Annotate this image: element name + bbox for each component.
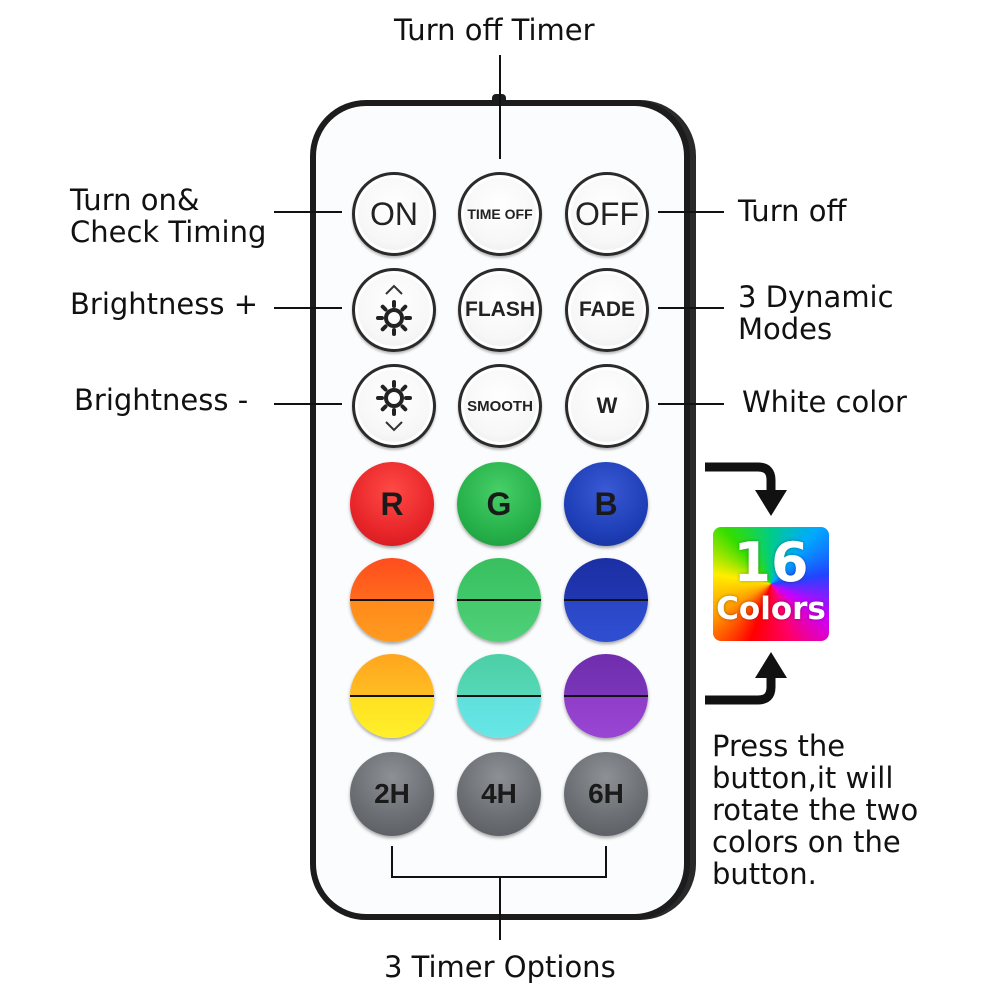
callout-line-white [658, 403, 724, 405]
white-button[interactable]: W [565, 364, 649, 448]
turn-off-label: Turn off [738, 194, 847, 228]
brightness-down-icon [376, 380, 412, 432]
split-divider [350, 599, 434, 601]
white-color-label: White color [742, 385, 907, 419]
orange-split-button[interactable] [350, 558, 434, 642]
time-off-button[interactable]: TIME OFF [458, 172, 542, 256]
flash-button-label: FLASH [465, 298, 535, 321]
callout-line-turn-on [274, 211, 342, 213]
timer-6h-button[interactable]: 6H [564, 752, 648, 836]
purple-split-button[interactable] [564, 654, 648, 738]
badge-number: 16 [733, 531, 809, 594]
timer-off-label: Turn off Timer [394, 13, 595, 47]
fade-button[interactable]: FADE [565, 268, 649, 352]
teal-split-button[interactable] [457, 654, 541, 738]
turn-on-label-line2: Check Timing [70, 215, 267, 249]
smooth-button[interactable]: SMOOTH [458, 364, 542, 448]
on-button-label: ON [370, 195, 418, 232]
navy-split-button[interactable] [564, 558, 648, 642]
dynamic-modes-label-line1: 3 Dynamic [738, 280, 894, 314]
yellow-split-button[interactable] [350, 654, 434, 738]
green-button-label: G [486, 485, 512, 522]
fade-button-label: FADE [578, 298, 635, 321]
off-button-label: OFF [575, 195, 639, 232]
badge-word: Colors [716, 591, 826, 627]
time-off-button-label: TIME OFF [467, 206, 533, 222]
green-split-button[interactable] [457, 558, 541, 642]
timer-bracket-right [605, 846, 607, 878]
callout-line-brightness-down [274, 403, 342, 405]
brightness-up-icon [376, 284, 412, 336]
brightness-down-button[interactable] [352, 364, 436, 448]
brightness-down-label: Brightness - [74, 383, 249, 417]
white-button-label: W [596, 393, 618, 418]
sixteen-colors-badge: 16 Colors [713, 527, 829, 641]
brightness-up-button[interactable] [352, 268, 436, 352]
dynamic-modes-label-line2: Modes [738, 312, 833, 346]
timer-bracket-stem [499, 876, 501, 940]
arrow-up-icon [705, 652, 787, 705]
blue-button-label: B [594, 485, 618, 522]
rotate-note: Press the button,it will rotate the two … [712, 729, 919, 891]
timer-2h-label: 2H [374, 778, 410, 809]
callout-line-brightness-up [274, 307, 342, 309]
timer-4h-button[interactable]: 4H [457, 752, 541, 836]
arrow-down-icon [705, 462, 787, 516]
red-button[interactable]: R [350, 462, 434, 546]
brightness-up-label: Brightness + [70, 287, 258, 321]
smooth-button-label: SMOOTH [467, 397, 533, 415]
on-button[interactable]: ON [352, 172, 436, 256]
split-divider [564, 695, 648, 697]
callout-line-dynamic [658, 307, 724, 309]
flash-button[interactable]: FLASH [458, 268, 542, 352]
callout-line-turn-off [658, 211, 724, 213]
split-divider [457, 695, 541, 697]
turn-on-label-line1: Turn on& [70, 183, 200, 217]
timer-6h-label: 6H [588, 778, 624, 809]
timer-2h-button[interactable]: 2H [350, 752, 434, 836]
split-divider [350, 695, 434, 697]
split-divider [457, 599, 541, 601]
timer-4h-label: 4H [481, 778, 517, 809]
red-button-label: R [380, 485, 404, 522]
callout-line-timer-off [499, 55, 501, 159]
blue-button[interactable]: B [564, 462, 648, 546]
green-button[interactable]: G [457, 462, 541, 546]
timer-options-label: 3 Timer Options [384, 950, 616, 984]
timer-bracket-left [391, 846, 393, 878]
split-divider [564, 599, 648, 601]
off-button[interactable]: OFF [565, 172, 649, 256]
